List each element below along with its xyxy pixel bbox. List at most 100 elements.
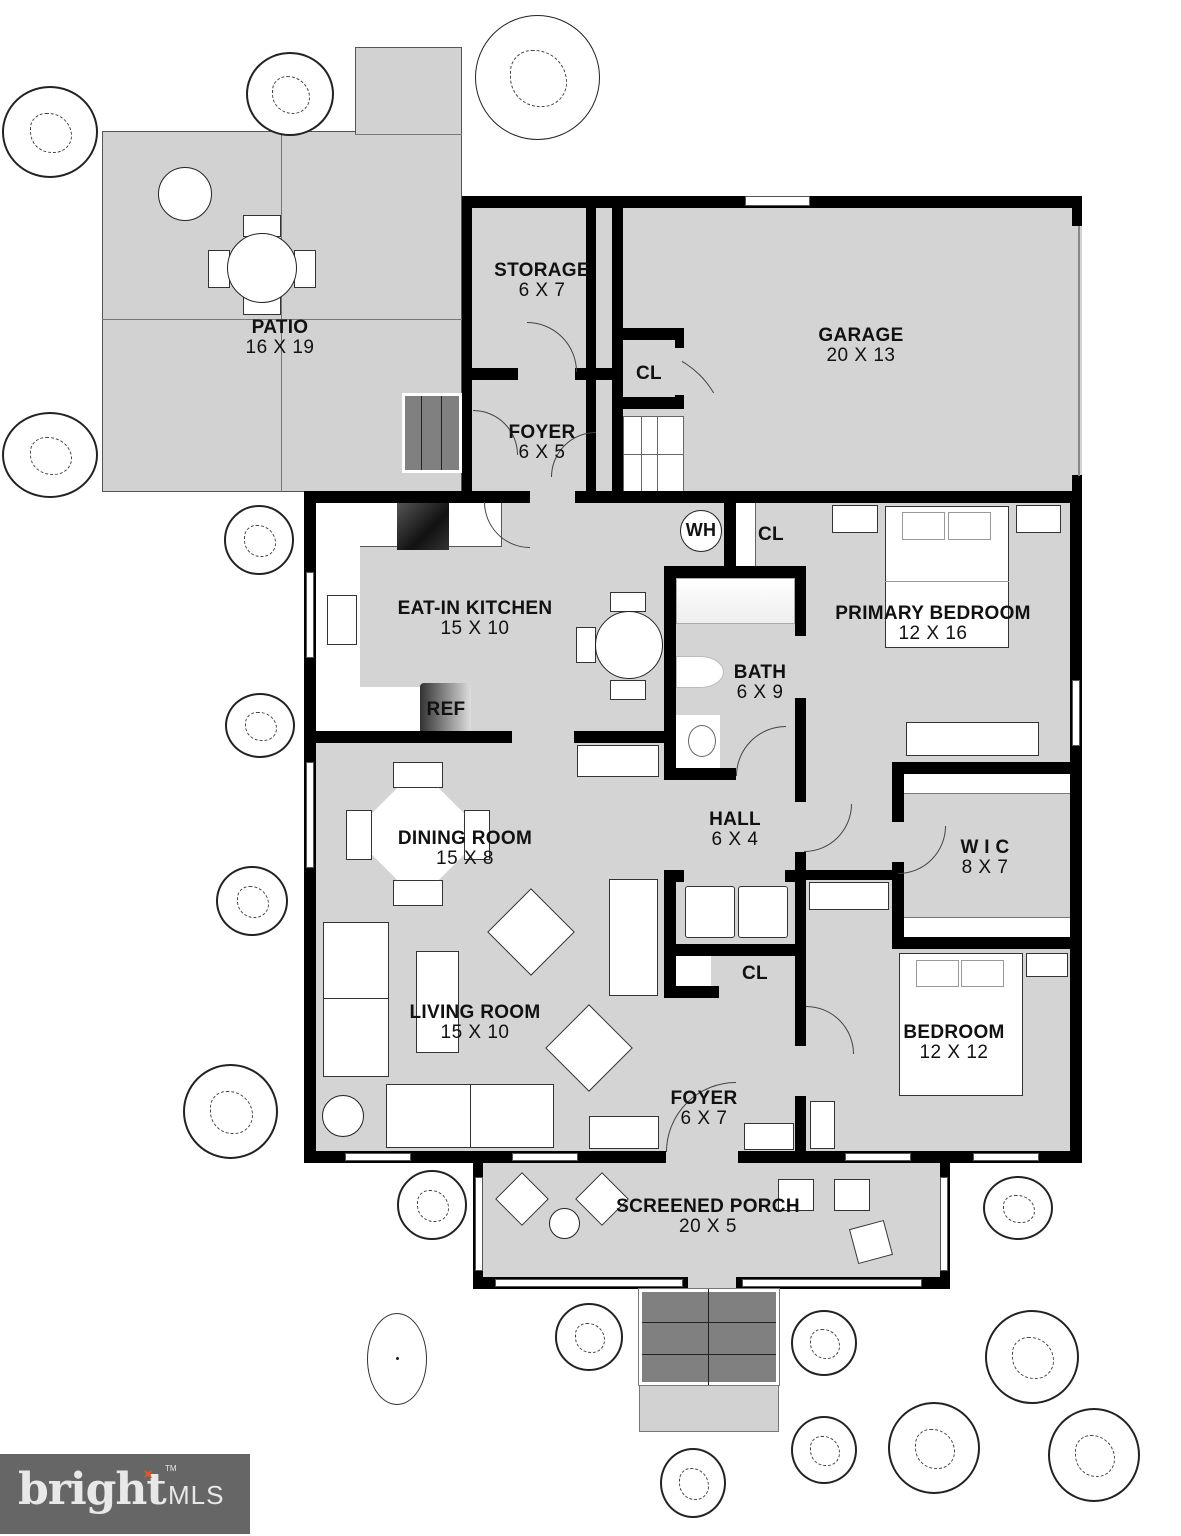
room-label-living-room: LIVING ROOM 15 X 10 bbox=[409, 1002, 541, 1043]
stair-tread bbox=[642, 1354, 776, 1355]
chair-icon bbox=[393, 762, 443, 788]
patio-extension bbox=[355, 47, 462, 135]
wall bbox=[1072, 196, 1082, 226]
tree-icon bbox=[367, 1313, 427, 1405]
wall bbox=[612, 196, 623, 496]
garage-door-line bbox=[1078, 226, 1080, 476]
patio-joint bbox=[355, 134, 462, 135]
toilet-icon bbox=[676, 656, 724, 688]
bright-mls-watermark: bright TM MLS bbox=[0, 1454, 250, 1534]
wall bbox=[574, 731, 666, 743]
wall bbox=[892, 762, 1080, 774]
closet-shelf bbox=[676, 956, 711, 986]
tree-icon bbox=[985, 1310, 1079, 1404]
porch-chair-icon bbox=[778, 1179, 814, 1211]
room-label-dining-room: DINING ROOM 15 X 8 bbox=[397, 828, 533, 869]
tree-icon bbox=[246, 52, 334, 136]
tree-icon bbox=[183, 1064, 278, 1159]
room-label-wic: W I C 8 X 7 bbox=[960, 837, 1010, 878]
dresser-icon bbox=[809, 882, 889, 910]
label-cl-garage: CL bbox=[636, 363, 662, 384]
room-label-storage: STORAGE 6 X 7 bbox=[494, 260, 590, 301]
patio-planter-icon bbox=[158, 167, 212, 221]
pillow-icon bbox=[902, 512, 945, 540]
tree-icon bbox=[225, 693, 295, 758]
watermark-brand: bright bbox=[18, 1464, 167, 1515]
floor bbox=[596, 208, 612, 376]
room-label-garage: GARAGE 20 X 13 bbox=[818, 325, 904, 366]
tree-icon bbox=[660, 1448, 726, 1518]
wall bbox=[575, 368, 623, 380]
bed-icon bbox=[885, 506, 1009, 648]
label-ref: REF bbox=[426, 699, 466, 720]
tree-icon bbox=[791, 1310, 857, 1376]
closet-shelf bbox=[736, 503, 756, 566]
room-label-bath: BATH 6 X 9 bbox=[733, 662, 787, 703]
basin-icon bbox=[688, 725, 716, 757]
pillow-icon bbox=[916, 960, 959, 987]
room-label-primary-bedroom: PRIMARY BEDROOM 12 X 16 bbox=[835, 603, 1031, 644]
tree-icon bbox=[397, 1170, 467, 1240]
wall bbox=[795, 698, 806, 802]
porch-chair-icon bbox=[834, 1179, 870, 1211]
wall bbox=[892, 937, 1080, 949]
refrigerator-icon bbox=[420, 683, 471, 733]
dresser-icon bbox=[810, 1101, 835, 1149]
wall bbox=[785, 870, 805, 882]
dryer-icon bbox=[738, 886, 788, 938]
tree-icon bbox=[791, 1416, 857, 1484]
patio-joint bbox=[102, 319, 462, 320]
chair-icon bbox=[294, 250, 316, 288]
porch-door-opening bbox=[688, 1277, 736, 1289]
chair-icon bbox=[610, 592, 646, 612]
window bbox=[973, 1153, 1039, 1161]
watermark-trademark: TM bbox=[165, 1464, 177, 1473]
window bbox=[845, 1153, 911, 1161]
pillow-icon bbox=[961, 960, 1004, 987]
screen-panel bbox=[475, 1177, 483, 1271]
bench-icon bbox=[744, 1123, 794, 1150]
stair-tread bbox=[421, 396, 422, 470]
stair-rail bbox=[708, 1289, 709, 1385]
tree-icon bbox=[224, 505, 294, 575]
wall bbox=[795, 986, 806, 1046]
porch-side-table-icon bbox=[549, 1208, 580, 1239]
pillow-icon bbox=[948, 512, 991, 540]
bed-fold-line bbox=[885, 581, 1009, 582]
window bbox=[745, 196, 810, 206]
room-label-hall: HALL 6 X 4 bbox=[709, 809, 761, 850]
wall bbox=[1072, 475, 1082, 500]
side-table-icon bbox=[322, 1095, 364, 1137]
dining-table-icon bbox=[371, 787, 465, 881]
patio-table-icon bbox=[227, 233, 297, 303]
wall bbox=[675, 395, 684, 409]
wall bbox=[892, 762, 904, 822]
front-stairs bbox=[638, 1288, 780, 1386]
room-label-patio: PATIO 16 X 19 bbox=[245, 317, 315, 358]
window bbox=[306, 762, 314, 868]
console-icon bbox=[609, 879, 658, 996]
wall bbox=[462, 196, 472, 496]
front-door-opening bbox=[666, 1151, 738, 1163]
chair-icon bbox=[393, 880, 443, 906]
washer-icon bbox=[685, 886, 735, 938]
wall bbox=[892, 862, 904, 947]
nightstand-icon bbox=[1026, 953, 1068, 977]
wall bbox=[575, 491, 1082, 503]
wall bbox=[795, 852, 806, 1002]
bench-icon bbox=[589, 1116, 659, 1149]
wall bbox=[612, 328, 684, 340]
window bbox=[1072, 680, 1080, 746]
wall bbox=[806, 870, 892, 880]
wall bbox=[1070, 491, 1082, 1163]
wall bbox=[724, 503, 736, 568]
coffee-table-icon bbox=[416, 951, 459, 1053]
wall bbox=[664, 566, 676, 780]
counter-icon bbox=[577, 745, 659, 777]
tree-icon bbox=[983, 1176, 1053, 1240]
nightstand-icon bbox=[1016, 505, 1061, 533]
wall bbox=[795, 566, 806, 636]
stair-landing bbox=[639, 1385, 779, 1432]
tree-icon bbox=[888, 1402, 980, 1494]
label-wh: WH bbox=[685, 520, 717, 540]
